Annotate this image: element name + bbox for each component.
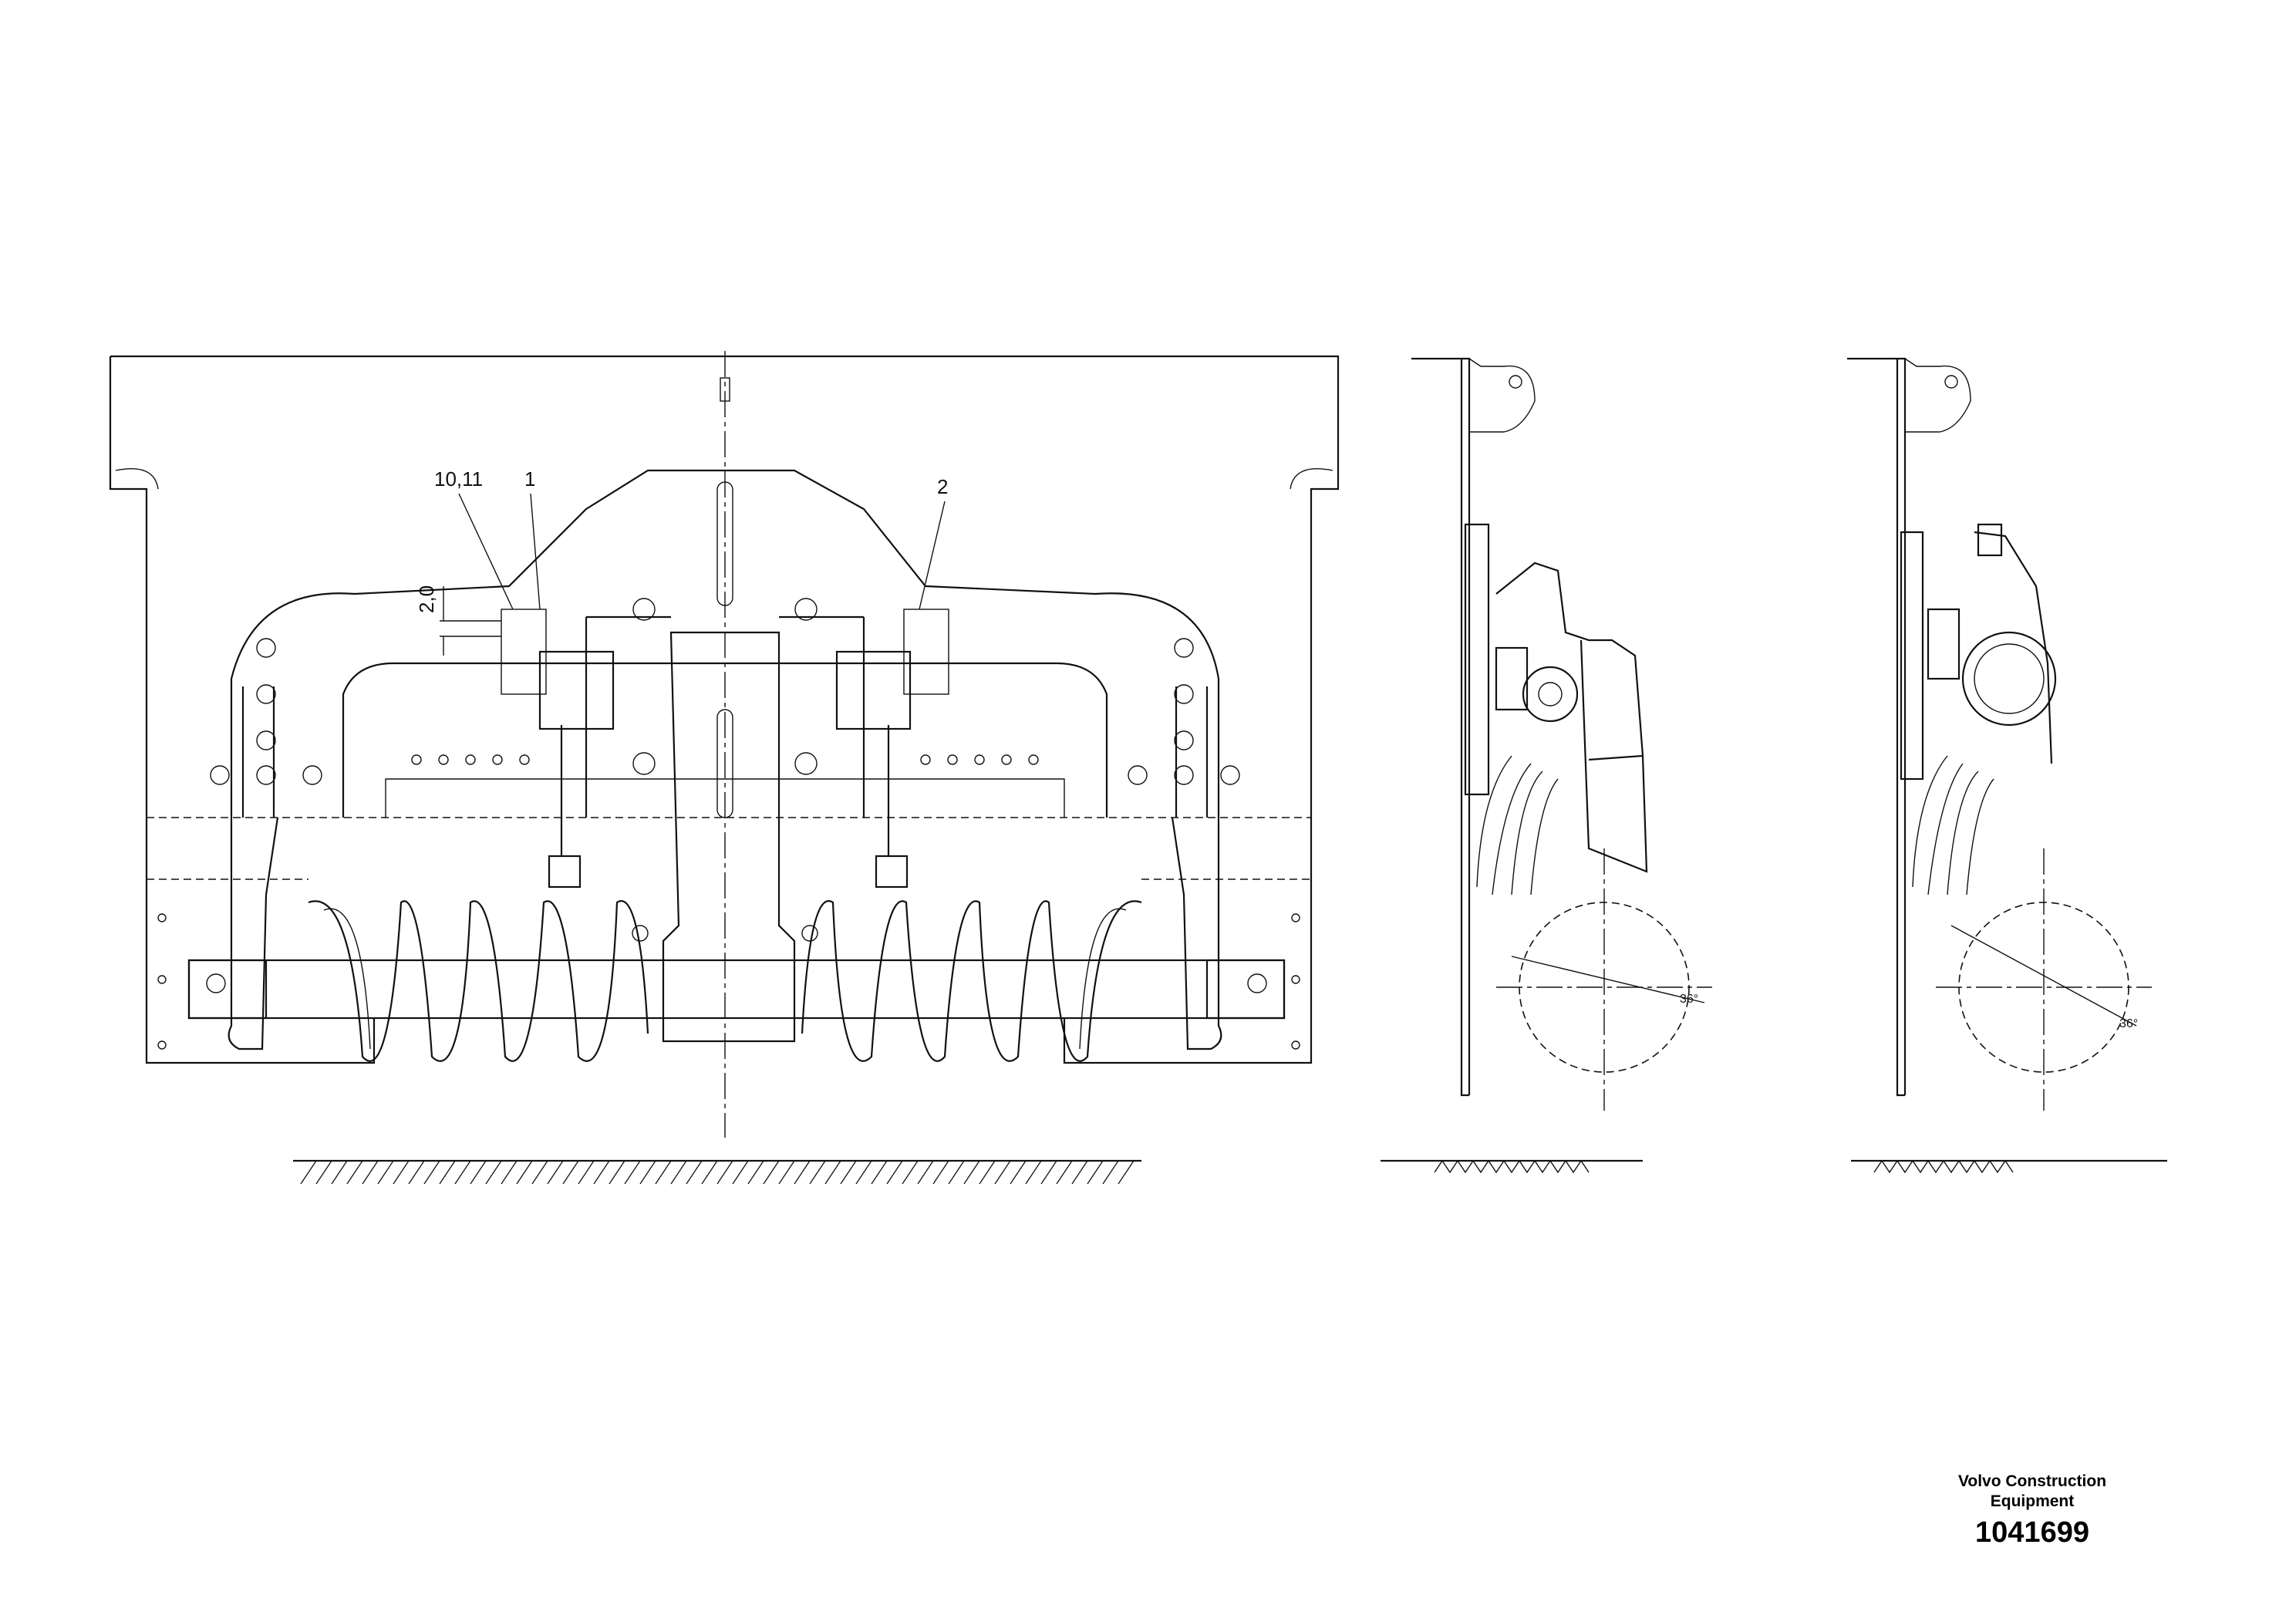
angle-label-middle: 36° — [1680, 993, 1698, 1006]
document-number: 1041699 — [1975, 1516, 2089, 1549]
company-name-line1: Volvo Construction — [1957, 1472, 2107, 1490]
company-name: Volvo Construction Equipment — [1928, 1472, 2136, 1512]
company-name-line2: Equipment — [1990, 1492, 2075, 1510]
angle-label-right: 36° — [2119, 1017, 2138, 1030]
side-view-middle: 36° — [1381, 357, 1712, 1174]
dimension-2-0: 2,0 — [415, 585, 438, 613]
callout-1: 1 — [524, 467, 535, 491]
front-view: 10,11 1 2 2,0 — [109, 351, 1340, 1185]
side-view-right: 36° — [1847, 357, 2167, 1174]
callout-10-11: 10,11 — [434, 467, 483, 491]
callout-2: 2 — [937, 475, 948, 498]
